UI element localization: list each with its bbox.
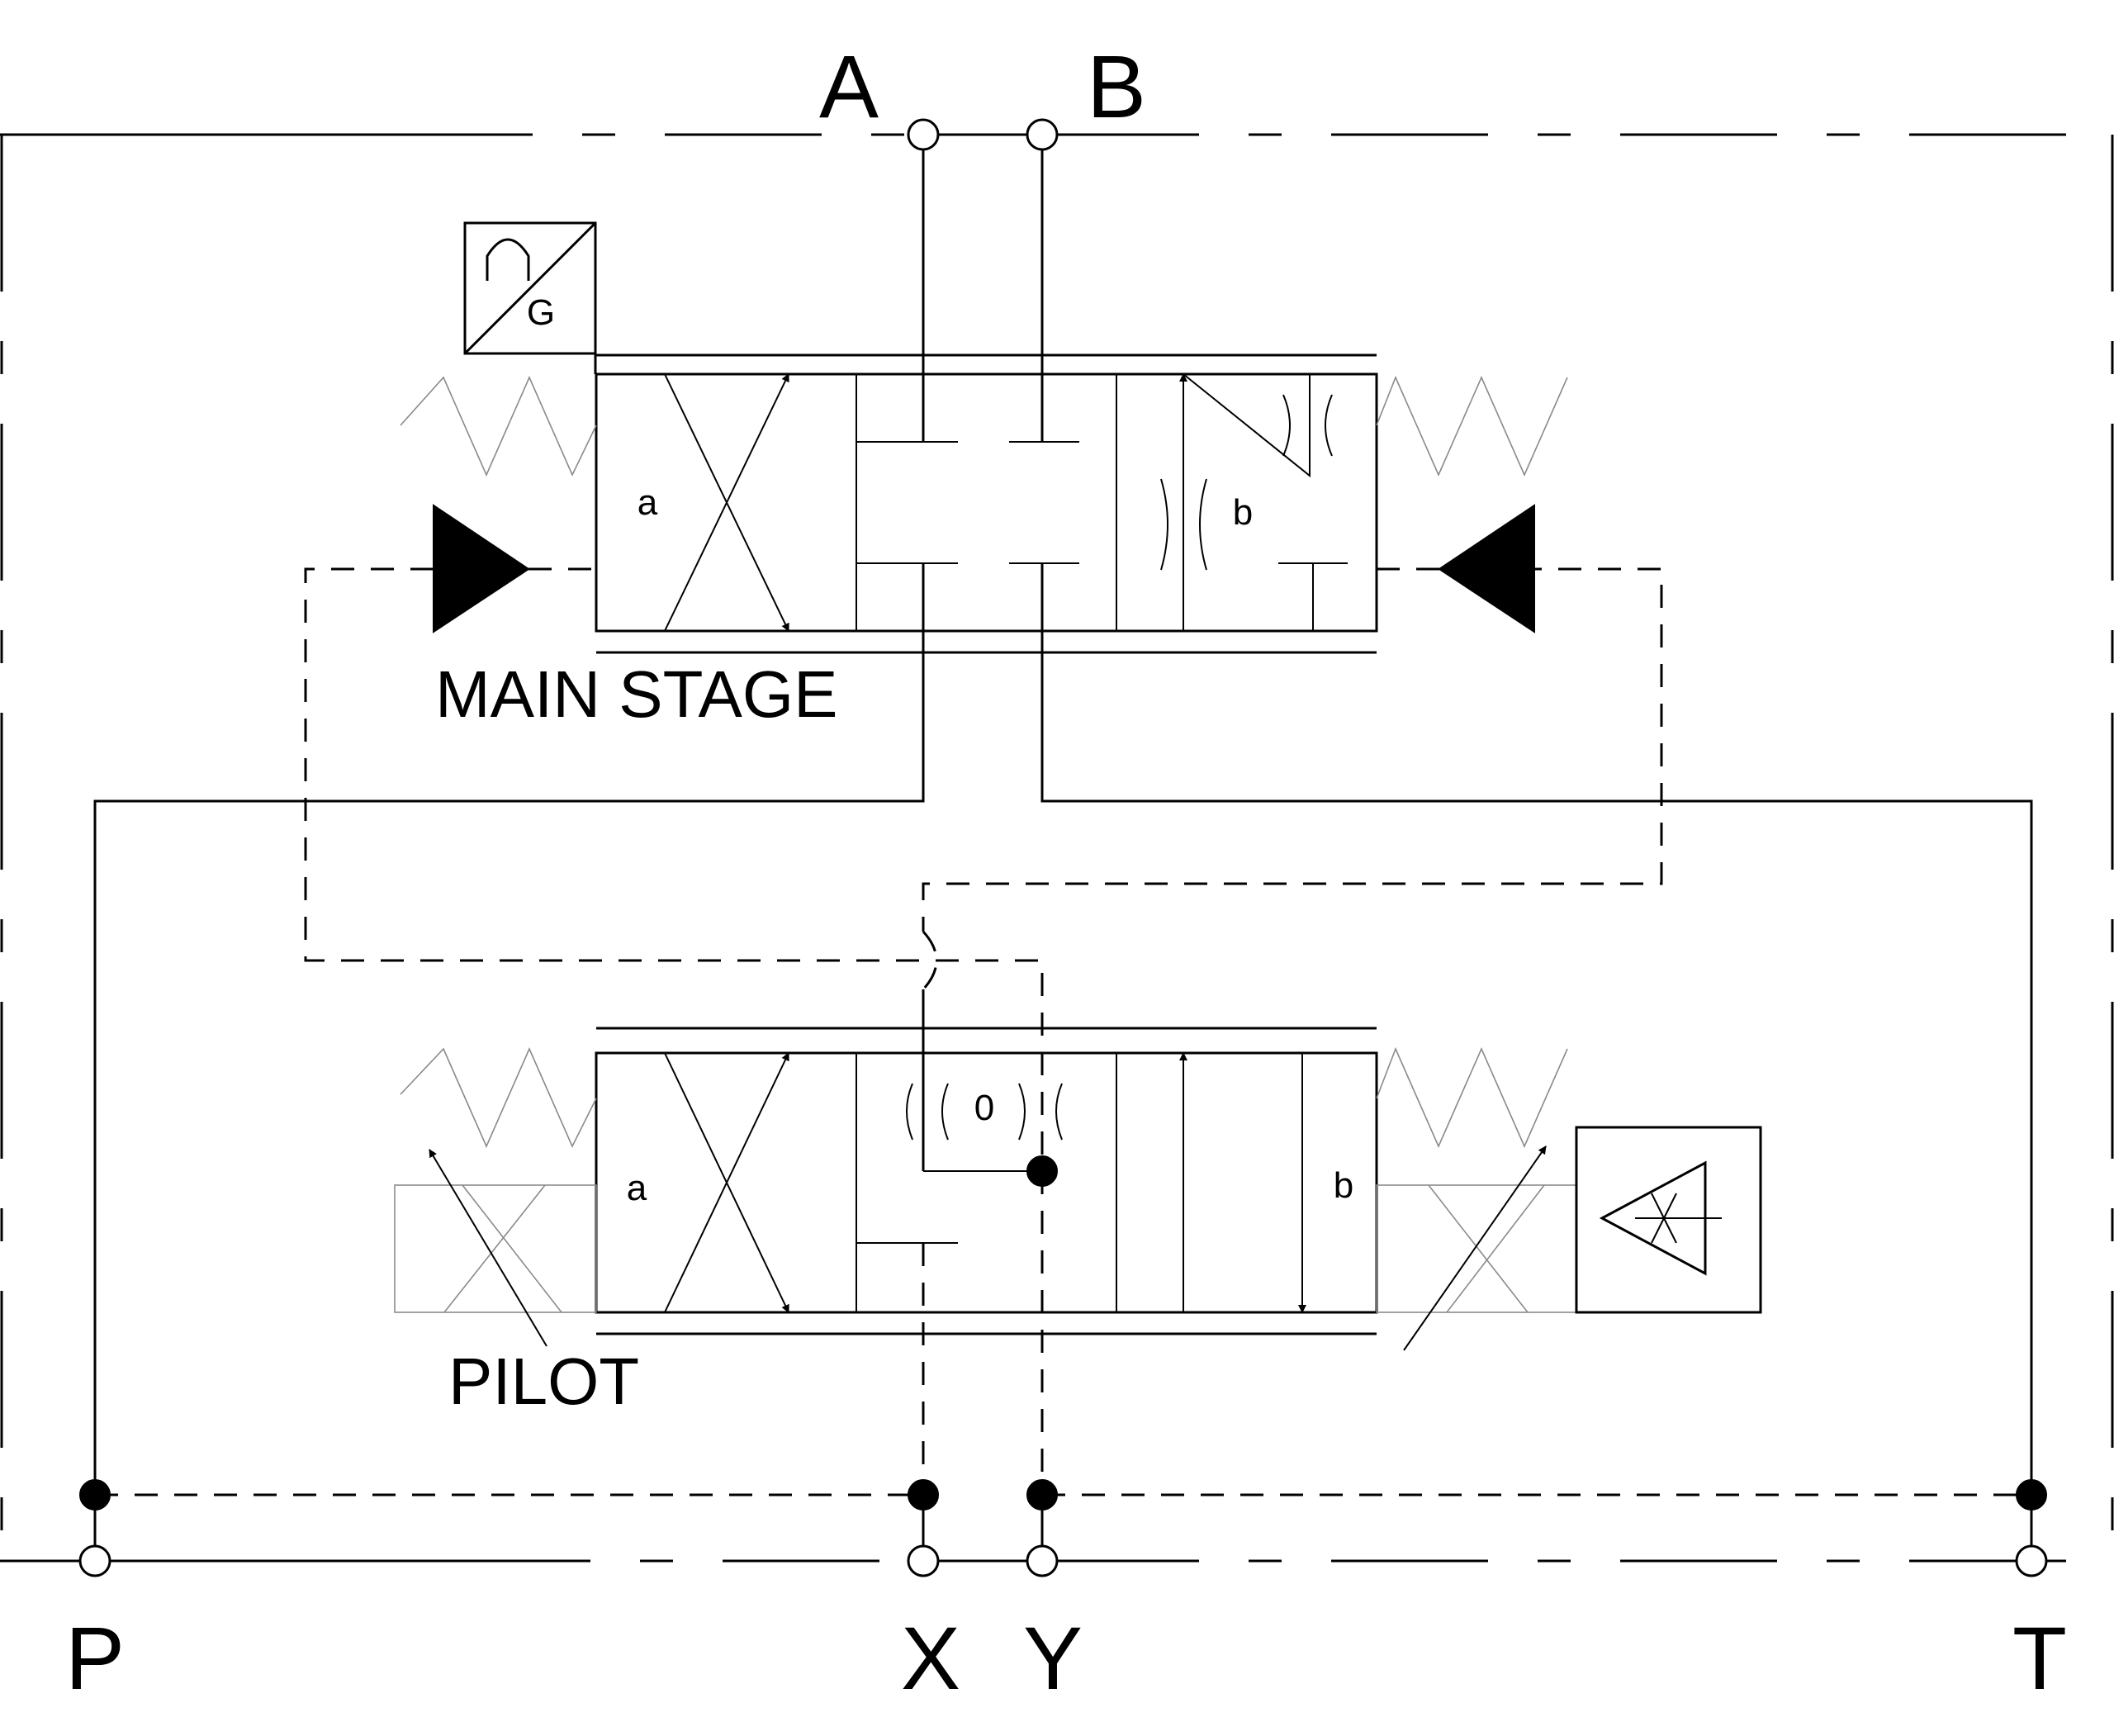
- amplifier-electronics: [1575, 1126, 1762, 1314]
- pilot-center-paths: 0: [856, 1083, 1063, 1244]
- pilot-right-solenoid: [1376, 1145, 1577, 1351]
- main-position-a-label: a: [638, 482, 658, 523]
- port-b-label: B: [1087, 36, 1146, 136]
- port-t-connector: [2015, 1544, 2048, 1577]
- port-p-connector: [78, 1544, 111, 1577]
- outer-boundary: [0, 133, 2114, 1563]
- main-right-spring: [1376, 375, 1568, 477]
- port-b-connector: [1026, 118, 1059, 151]
- pilot-left-spring: [400, 1047, 597, 1148]
- port-x-label: X: [901, 1608, 960, 1708]
- main-stage-label: MAIN STAGE: [435, 657, 837, 731]
- pilot-valve: 0: [394, 1027, 1762, 1351]
- pilot-label: PILOT: [448, 1345, 639, 1418]
- port-a-label: A: [819, 36, 879, 136]
- main-left-pilot-actuator: [433, 504, 530, 633]
- pilot-position-a-label: a: [627, 1168, 647, 1208]
- port-y-label: Y: [1023, 1608, 1083, 1708]
- junctions: [79, 1155, 2047, 1511]
- main-b-flow-paths: [1160, 373, 1348, 631]
- pilot-right-spring: [1376, 1046, 1568, 1148]
- pilot-b-parallel-arrows: [1179, 1052, 1306, 1313]
- transducer-label: G: [527, 292, 555, 333]
- pilot-a-crossed-arrows: [664, 1052, 789, 1313]
- port-connectors: [78, 118, 2048, 1577]
- main-stage-valve: [400, 353, 1568, 654]
- pilot-position-b-label: b: [1334, 1165, 1353, 1206]
- position-transducer: G: [463, 221, 597, 374]
- main-left-spring: [400, 376, 597, 477]
- working-lines: [93, 135, 2033, 1561]
- pilot-lines: [95, 567, 2031, 1496]
- pilot-left-solenoid: [394, 1149, 597, 1347]
- port-a-connector: [907, 118, 940, 151]
- main-a-crossed-arrows: [664, 373, 789, 632]
- port-t-label: T: [2012, 1608, 2067, 1708]
- port-y-connector: [1026, 1544, 1059, 1577]
- port-x-connector: [907, 1544, 940, 1577]
- main-center-blocked-ports: [856, 441, 1079, 564]
- port-p-label: P: [65, 1608, 125, 1708]
- main-position-b-label: b: [1233, 492, 1253, 533]
- pilot-position-0-label: 0: [974, 1088, 994, 1128]
